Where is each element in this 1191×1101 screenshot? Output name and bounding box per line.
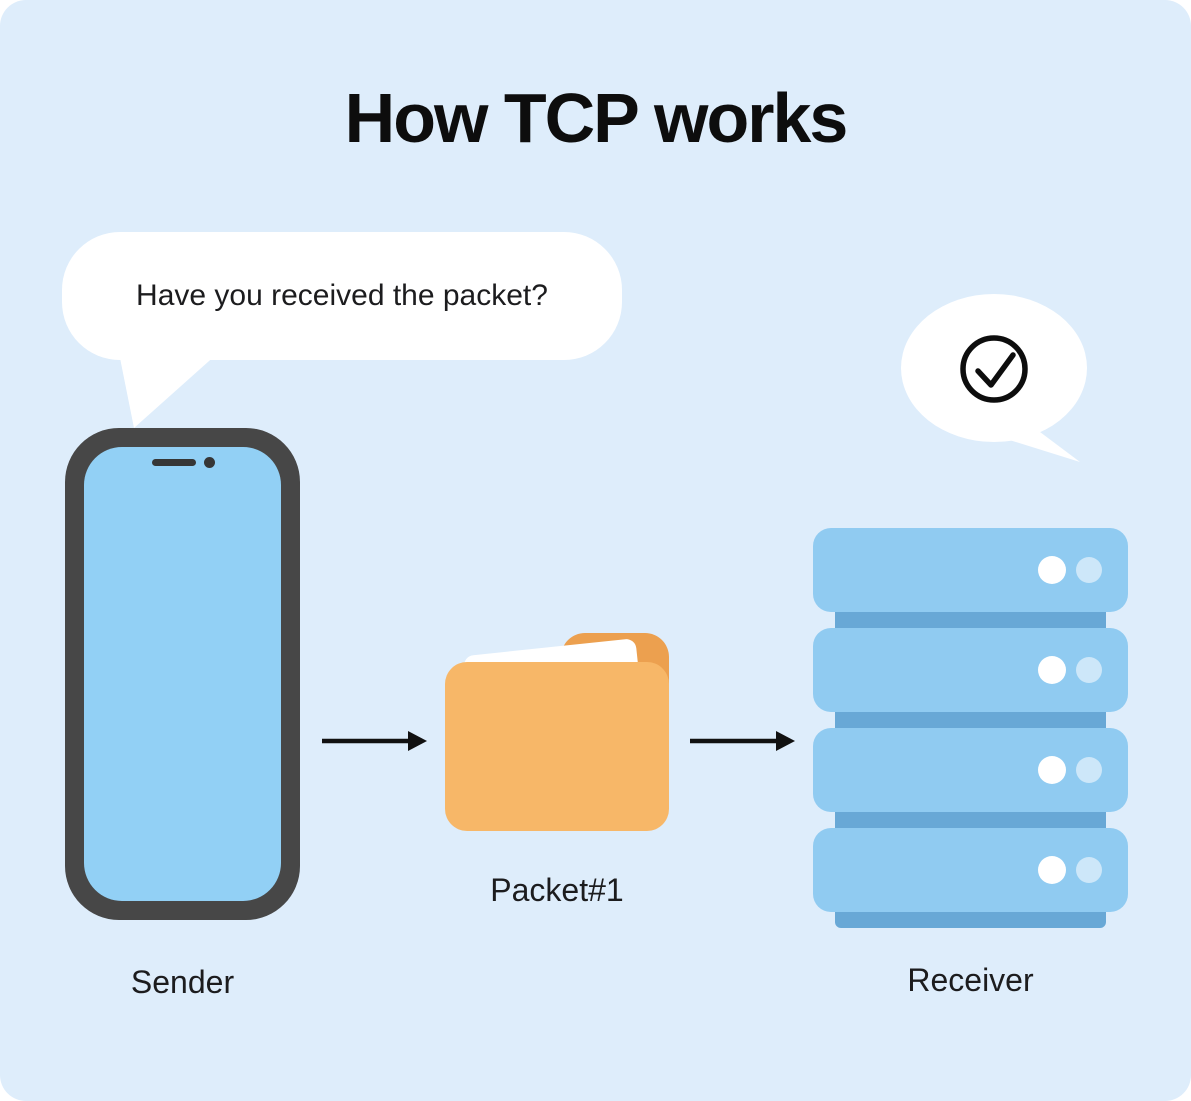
server-unit (813, 628, 1128, 712)
arrow-right-icon (322, 731, 427, 751)
server-unit (813, 728, 1128, 812)
packet-label: Packet#1 (490, 872, 624, 908)
arrow-head (408, 731, 427, 751)
arrow-head (776, 731, 795, 751)
server-led-dot (1038, 856, 1066, 884)
phone-camera-dot (204, 457, 215, 468)
speech-bubble-tail-shape (118, 348, 218, 428)
page-title: How TCP works (344, 79, 849, 157)
server-led-dot (1076, 557, 1102, 583)
server-led-dot (1038, 656, 1066, 684)
speech-bubble-tail (118, 348, 218, 428)
server-led-dot (1076, 857, 1102, 883)
phone-speaker (152, 459, 196, 466)
sender-label: Sender (130, 964, 235, 1000)
server-led-dot (1076, 757, 1102, 783)
phone-icon (65, 428, 300, 920)
server-unit (813, 528, 1128, 612)
speech-bubble: Have you received the packet? (62, 232, 622, 360)
server-unit (813, 828, 1128, 912)
phone-screen (84, 447, 281, 901)
server-led-dot (1076, 657, 1102, 683)
server-led-dot (1038, 556, 1066, 584)
speech-bubble-text: Have you received the packet? (136, 279, 548, 312)
ack-bubble-body (901, 294, 1087, 442)
check-mark-icon (975, 352, 1016, 388)
folder-icon (445, 633, 669, 831)
server-led-dot (1038, 756, 1066, 784)
ack-bubble (901, 294, 1087, 462)
folder-front (445, 662, 669, 831)
arrow-right-icon (690, 731, 795, 751)
ack-bubble-tail (984, 414, 1080, 462)
receiver-label: Receiver (907, 962, 1034, 998)
check-circle-icon (960, 335, 1028, 403)
server-icon (813, 528, 1128, 930)
